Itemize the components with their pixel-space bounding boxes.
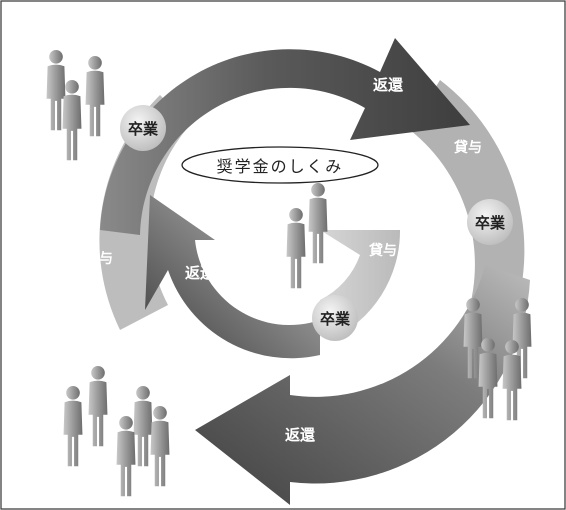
- lend-label-inner: 貸与: [368, 242, 397, 259]
- graduate-badge-top-left: 卒業: [120, 105, 166, 151]
- graduate-label: 卒業: [320, 310, 351, 328]
- lend-label-right: 貸与: [453, 139, 482, 156]
- people-group-top-left: [46, 49, 105, 161]
- title-ellipse: [181, 146, 379, 184]
- graduate-label: 卒業: [128, 120, 159, 138]
- graduate-badge-center: 卒業: [312, 295, 358, 341]
- lend-label-left: 貸与: [84, 250, 113, 267]
- people-group-center: [286, 182, 328, 289]
- top-repay-arrow: [100, 38, 470, 235]
- repay-label-bottom: 返還: [285, 426, 316, 444]
- graduate-label: 卒業: [475, 214, 506, 232]
- inner-repay-arrow: [145, 195, 320, 359]
- diagram-title: 奨学金のしくみ: [217, 157, 344, 176]
- repay-label-inner: 返還: [185, 264, 216, 282]
- people-group-bottom-left: [63, 365, 170, 497]
- bottom-repay-arrow: [195, 265, 530, 505]
- repay-label-top: 返還: [373, 76, 404, 94]
- graduate-badge-right: 卒業: [467, 199, 513, 245]
